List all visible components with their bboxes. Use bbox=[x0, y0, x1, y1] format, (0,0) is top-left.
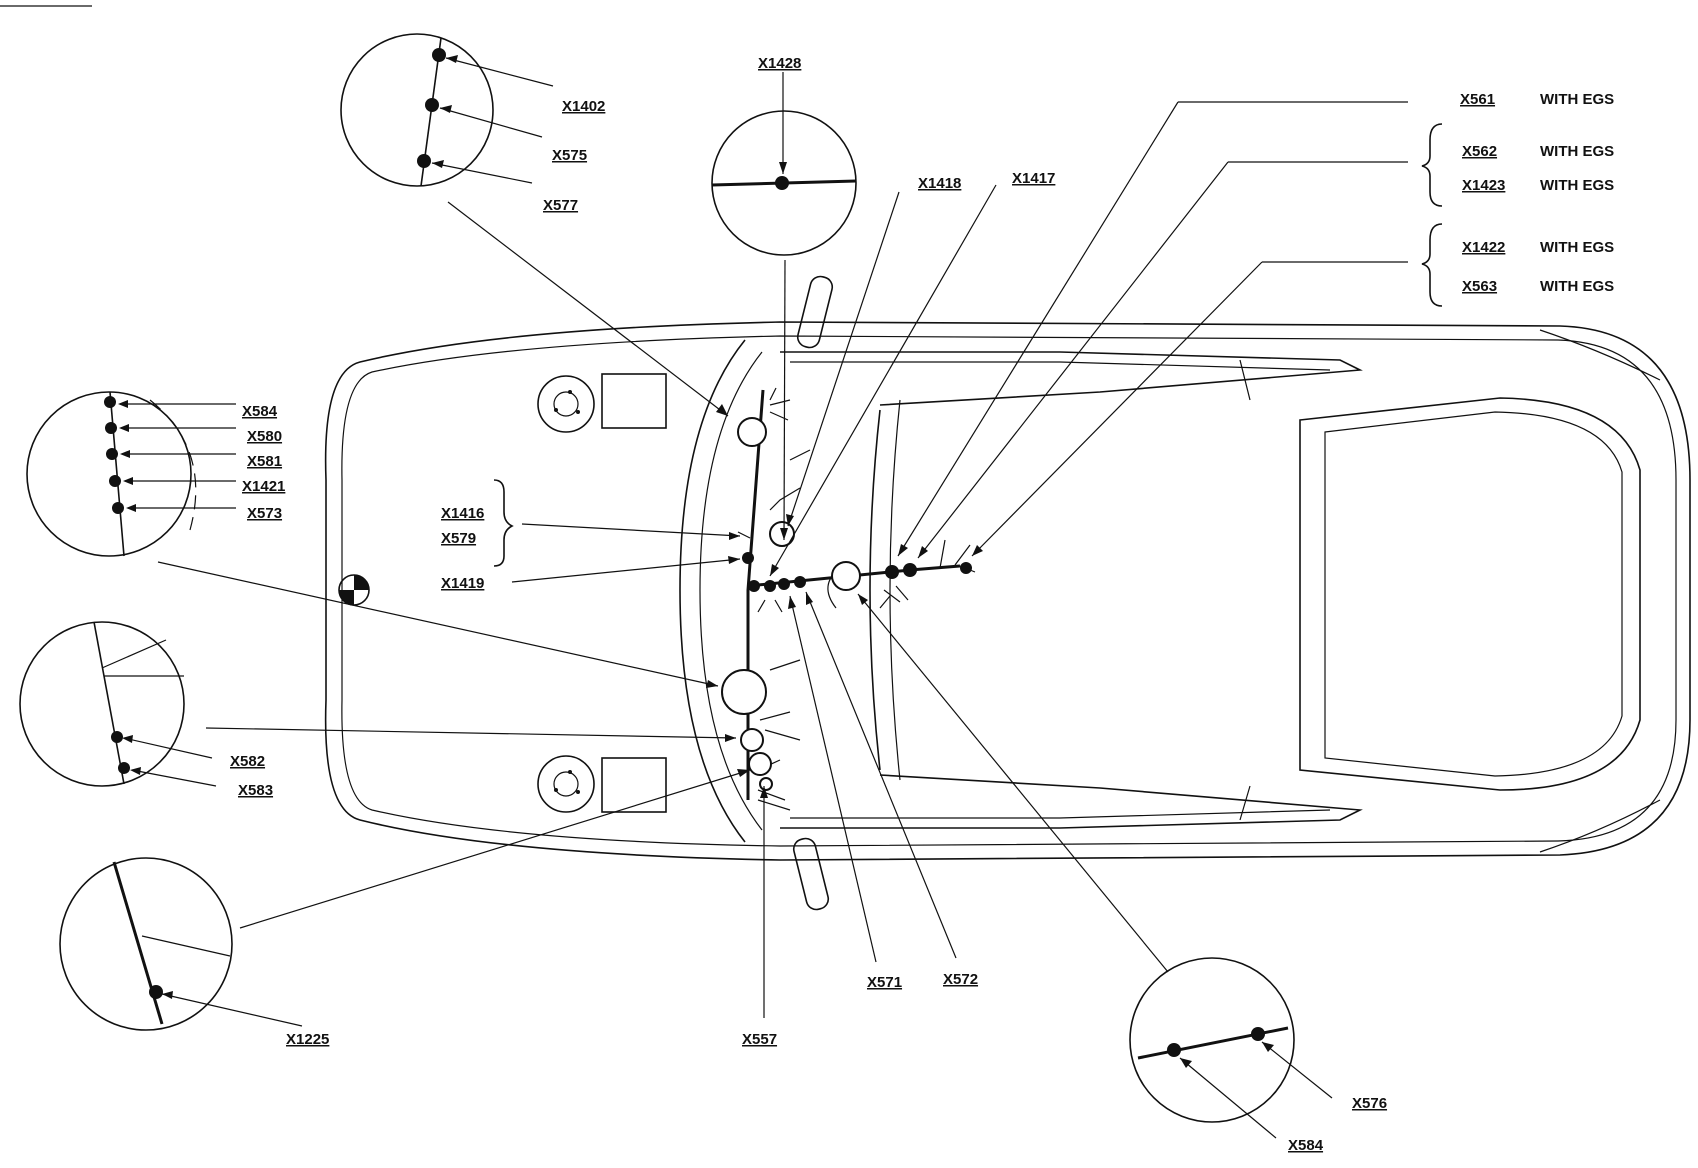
detail-circle-top-left bbox=[340, 33, 729, 417]
locator-circle-6 bbox=[748, 752, 772, 776]
label-x1418: X1418 bbox=[918, 175, 961, 192]
label-x561-top: X561 bbox=[1460, 91, 1495, 108]
label-x583-left: X583 bbox=[238, 782, 273, 799]
label-x576: X576 bbox=[1352, 1095, 1387, 1112]
locator-circle-7 bbox=[759, 777, 773, 791]
label-x1423: X1423 bbox=[1462, 177, 1505, 194]
label-x1225: X1225 bbox=[286, 1031, 329, 1048]
label-x572: X572 bbox=[943, 971, 978, 988]
note-with-egs-2: WITH EGS bbox=[1540, 143, 1614, 160]
locator-circle-4 bbox=[721, 669, 767, 715]
label-x577: X577 bbox=[543, 197, 578, 214]
label-x562-top: X562 bbox=[1462, 143, 1497, 160]
label-x1417: X1417 bbox=[1012, 170, 1055, 187]
bmw-logo-icon bbox=[338, 574, 370, 606]
label-x582-left: X582 bbox=[230, 753, 265, 770]
note-with-egs-5: WITH EGS bbox=[1540, 278, 1614, 295]
label-x580: X580 bbox=[247, 428, 282, 445]
mirror-top bbox=[796, 275, 834, 349]
label-x1416: X1416 bbox=[441, 505, 484, 522]
locator-circle-5 bbox=[740, 728, 764, 752]
brace-x1422-x563 bbox=[1421, 223, 1443, 307]
label-x557: X557 bbox=[742, 1031, 777, 1048]
label-x1402: X1402 bbox=[562, 98, 605, 115]
label-x584-left: X584 bbox=[242, 403, 278, 420]
label-x1419: X1419 bbox=[441, 575, 484, 592]
note-with-egs-1: WITH EGS bbox=[1540, 91, 1614, 108]
locator-circle-1 bbox=[737, 417, 767, 447]
brace-x562-x1423 bbox=[1421, 123, 1443, 207]
strut-tower-bottom bbox=[537, 755, 595, 813]
label-x1428: X1428 bbox=[758, 55, 801, 72]
label-x1421: X1421 bbox=[242, 478, 285, 495]
label-x571: X571 bbox=[867, 974, 902, 991]
note-with-egs-3: WITH EGS bbox=[1540, 177, 1614, 194]
car-body-outline bbox=[324, 275, 1691, 911]
box-top bbox=[601, 373, 667, 429]
label-x575: X575 bbox=[552, 147, 587, 164]
label-x581-left: X581 bbox=[247, 453, 282, 470]
locator-circle-3 bbox=[831, 561, 861, 591]
detail-circle-top-center bbox=[711, 72, 857, 541]
label-x573: X573 bbox=[247, 505, 282, 522]
detail-circle-left-upper bbox=[26, 391, 719, 688]
strut-tower-top bbox=[537, 375, 595, 433]
label-x1422: X1422 bbox=[1462, 239, 1505, 256]
label-x563-top: X563 bbox=[1462, 278, 1497, 295]
label-x584-bottom: X584 bbox=[1288, 1137, 1324, 1154]
detail-circle-left-middle bbox=[19, 621, 737, 787]
note-with-egs-4: WITH EGS bbox=[1540, 239, 1614, 256]
wiring-harness bbox=[721, 387, 976, 811]
mirror-bottom bbox=[792, 837, 830, 911]
detail-circle-left-bottom bbox=[59, 769, 751, 1031]
brace-x1416-x579 bbox=[493, 479, 514, 567]
detail-circle-bottom-right bbox=[857, 593, 1333, 1139]
box-bottom bbox=[601, 757, 667, 813]
label-x579: X579 bbox=[441, 530, 476, 547]
